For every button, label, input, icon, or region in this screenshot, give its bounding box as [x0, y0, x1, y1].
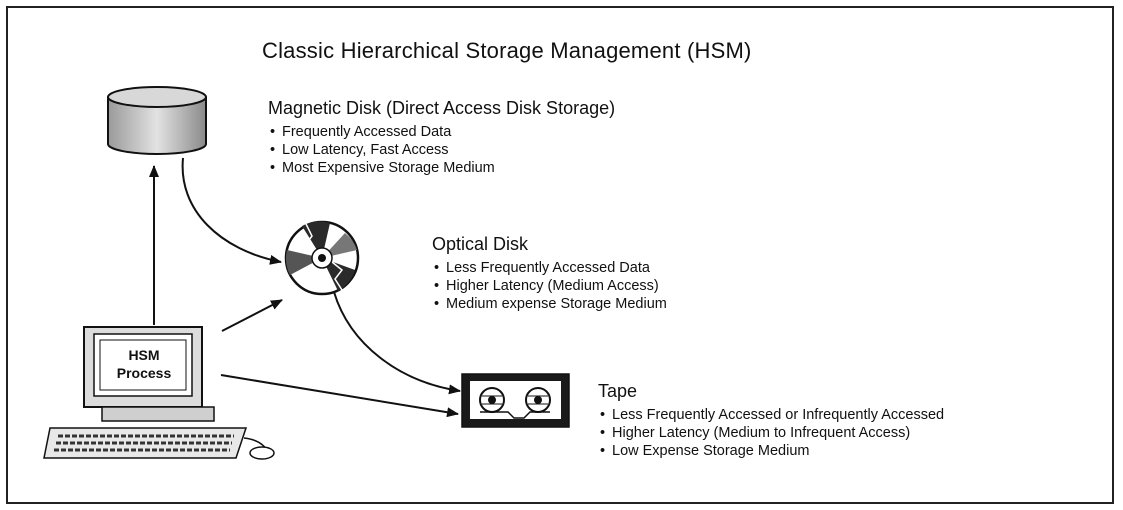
hsm-process-label: HSM Process: [108, 346, 180, 382]
tape-bullets: Less Frequently Accessed or Infrequently…: [598, 406, 944, 460]
bullet-item: Higher Latency (Medium to Infrequent Acc…: [598, 424, 944, 442]
bullet-item: Less Frequently Accessed or Infrequently…: [598, 406, 944, 424]
optical-disk-bullets: Less Frequently Accessed Data Higher Lat…: [432, 259, 667, 313]
bullet-item: Most Expensive Storage Medium: [268, 159, 615, 177]
disk-cylinder-icon: [107, 86, 207, 155]
tape-heading: Tape: [598, 381, 638, 401]
magnetic-disk-bullets: Frequently Accessed Data Low Latency, Fa…: [268, 123, 615, 177]
magnetic-disk-heading: Magnetic Disk (Direct Access Disk Storag…: [268, 98, 616, 118]
magnetic-disk-block: Magnetic Disk (Direct Access Disk Storag…: [268, 98, 615, 177]
bullet-item: Medium expense Storage Medium: [432, 295, 667, 313]
diagram-frame: [6, 6, 1114, 504]
tape-block: Tape Less Frequently Accessed or Infrequ…: [598, 381, 944, 460]
bullet-item: Less Frequently Accessed Data: [432, 259, 667, 277]
bullet-item: Frequently Accessed Data: [268, 123, 615, 141]
tape-drive-icon: [461, 373, 570, 428]
optical-disk-block: Optical Disk Less Frequently Accessed Da…: [432, 234, 667, 313]
hsm-label-line1: HSM: [128, 347, 160, 363]
arrows: [149, 157, 461, 418]
optical-disc-icon: [284, 220, 360, 296]
bullet-item: Higher Latency (Medium Access): [432, 277, 667, 295]
computer-icon: [43, 326, 275, 460]
bullet-item: Low Expense Storage Medium: [598, 442, 944, 460]
diagram-title: Classic Hierarchical Storage Management …: [262, 38, 752, 63]
optical-disk-heading: Optical Disk: [432, 234, 529, 254]
hsm-label-line2: Process: [116, 365, 172, 381]
bullet-item: Low Latency, Fast Access: [268, 141, 615, 159]
